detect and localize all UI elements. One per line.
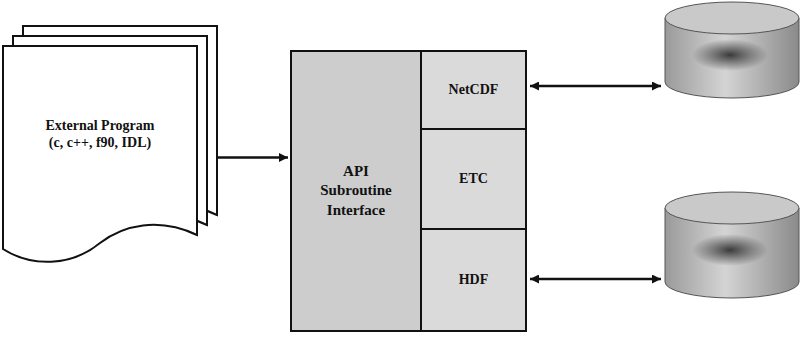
io-arrow [530, 278, 661, 281]
io-arrow [530, 85, 661, 88]
node-label: NetCDF [443, 82, 505, 99]
document-stack [2, 45, 198, 265]
node-label: HDF [453, 272, 495, 289]
format-box: HDF [420, 228, 527, 332]
node-sublabel: (c, c++, f90, IDL) [43, 135, 157, 152]
format-box: ETC [420, 128, 527, 230]
disk-bottom [665, 192, 799, 298]
node-label: External Program [40, 118, 161, 135]
program-document: External Program(c, c++, f90, IDL) [2, 45, 198, 265]
node-label: ETC [453, 171, 494, 188]
format-box: NetCDF [420, 50, 527, 130]
page-outline [3, 46, 197, 262]
node-label: API Subroutine Interface [305, 162, 407, 221]
disk-top [665, 2, 799, 98]
api-box: API Subroutine Interface [290, 50, 422, 332]
